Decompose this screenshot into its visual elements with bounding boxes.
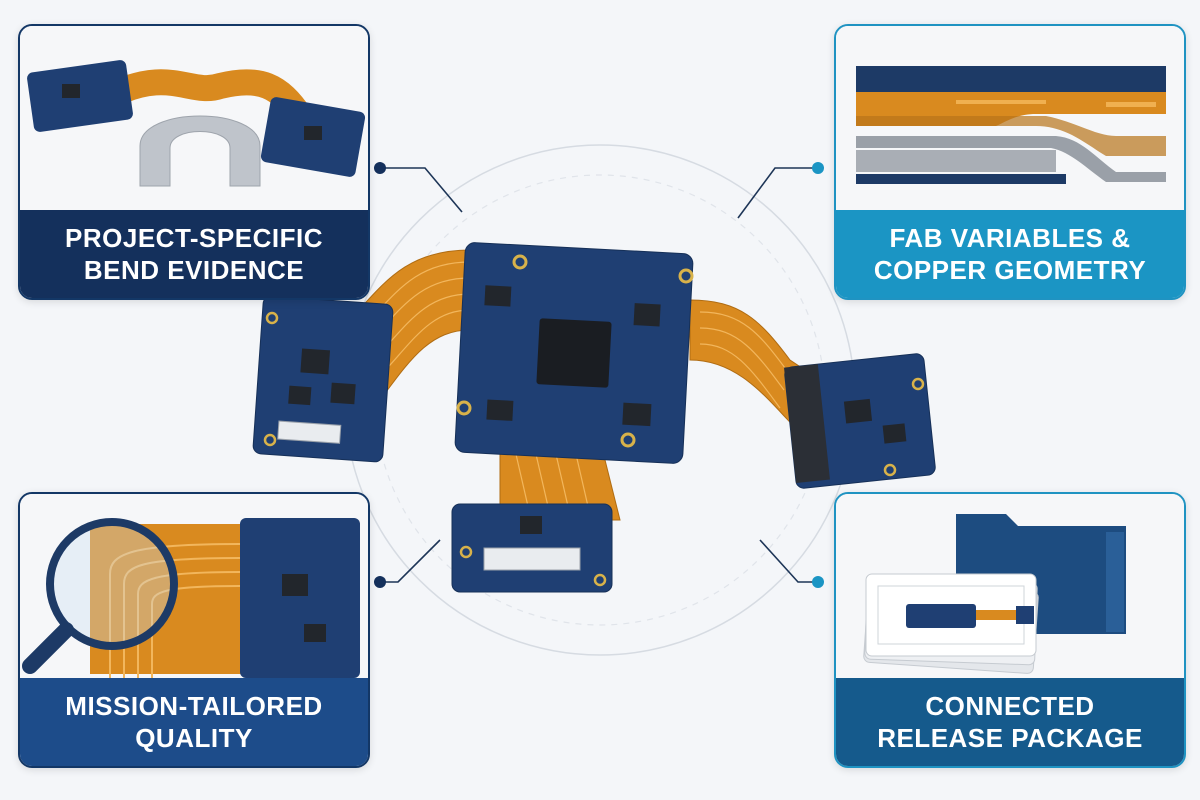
card-title: MISSION-TAILORED QUALITY bbox=[20, 678, 368, 766]
magnifier-inspecting-flex-traces-illustration bbox=[20, 494, 368, 680]
card-title-line: BEND EVIDENCE bbox=[83, 255, 305, 285]
document-folder-package-illustration bbox=[836, 494, 1184, 680]
card-mission-quality: MISSION-TAILORED QUALITY bbox=[18, 492, 370, 768]
connector-dot bbox=[374, 162, 386, 174]
layer-stackup-cross-section-illustration bbox=[836, 26, 1184, 212]
card-title: CONNECTED RELEASE PACKAGE bbox=[836, 678, 1184, 766]
card-title-line: RELEASE PACKAGE bbox=[877, 723, 1143, 753]
card-bend-evidence: PROJECT-SPECIFIC BEND EVIDENCE bbox=[18, 24, 370, 300]
card-title-line: QUALITY bbox=[135, 723, 253, 753]
connector-dot bbox=[374, 576, 386, 588]
card-title: PROJECT-SPECIFIC BEND EVIDENCE bbox=[20, 210, 368, 298]
card-title-line: CONNECTED bbox=[925, 691, 1095, 721]
rigid-flex-bend-test-illustration bbox=[20, 26, 368, 212]
right-board bbox=[784, 353, 936, 489]
card-title-line: FAB VARIABLES & bbox=[889, 223, 1131, 253]
card-title-line: COPPER GEOMETRY bbox=[873, 255, 1147, 285]
card-title-line: MISSION-TAILORED bbox=[65, 691, 323, 721]
card-fab-variables: FAB VARIABLES & COPPER GEOMETRY bbox=[834, 24, 1186, 300]
card-release-package: CONNECTED RELEASE PACKAGE bbox=[834, 492, 1186, 768]
card-title-line: PROJECT-SPECIFIC bbox=[65, 223, 323, 253]
left-board bbox=[252, 295, 394, 463]
connector-dot bbox=[812, 576, 824, 588]
card-title: FAB VARIABLES & COPPER GEOMETRY bbox=[836, 210, 1184, 298]
main-board bbox=[454, 242, 694, 464]
bottom-board bbox=[451, 503, 613, 593]
connector-dot bbox=[812, 162, 824, 174]
